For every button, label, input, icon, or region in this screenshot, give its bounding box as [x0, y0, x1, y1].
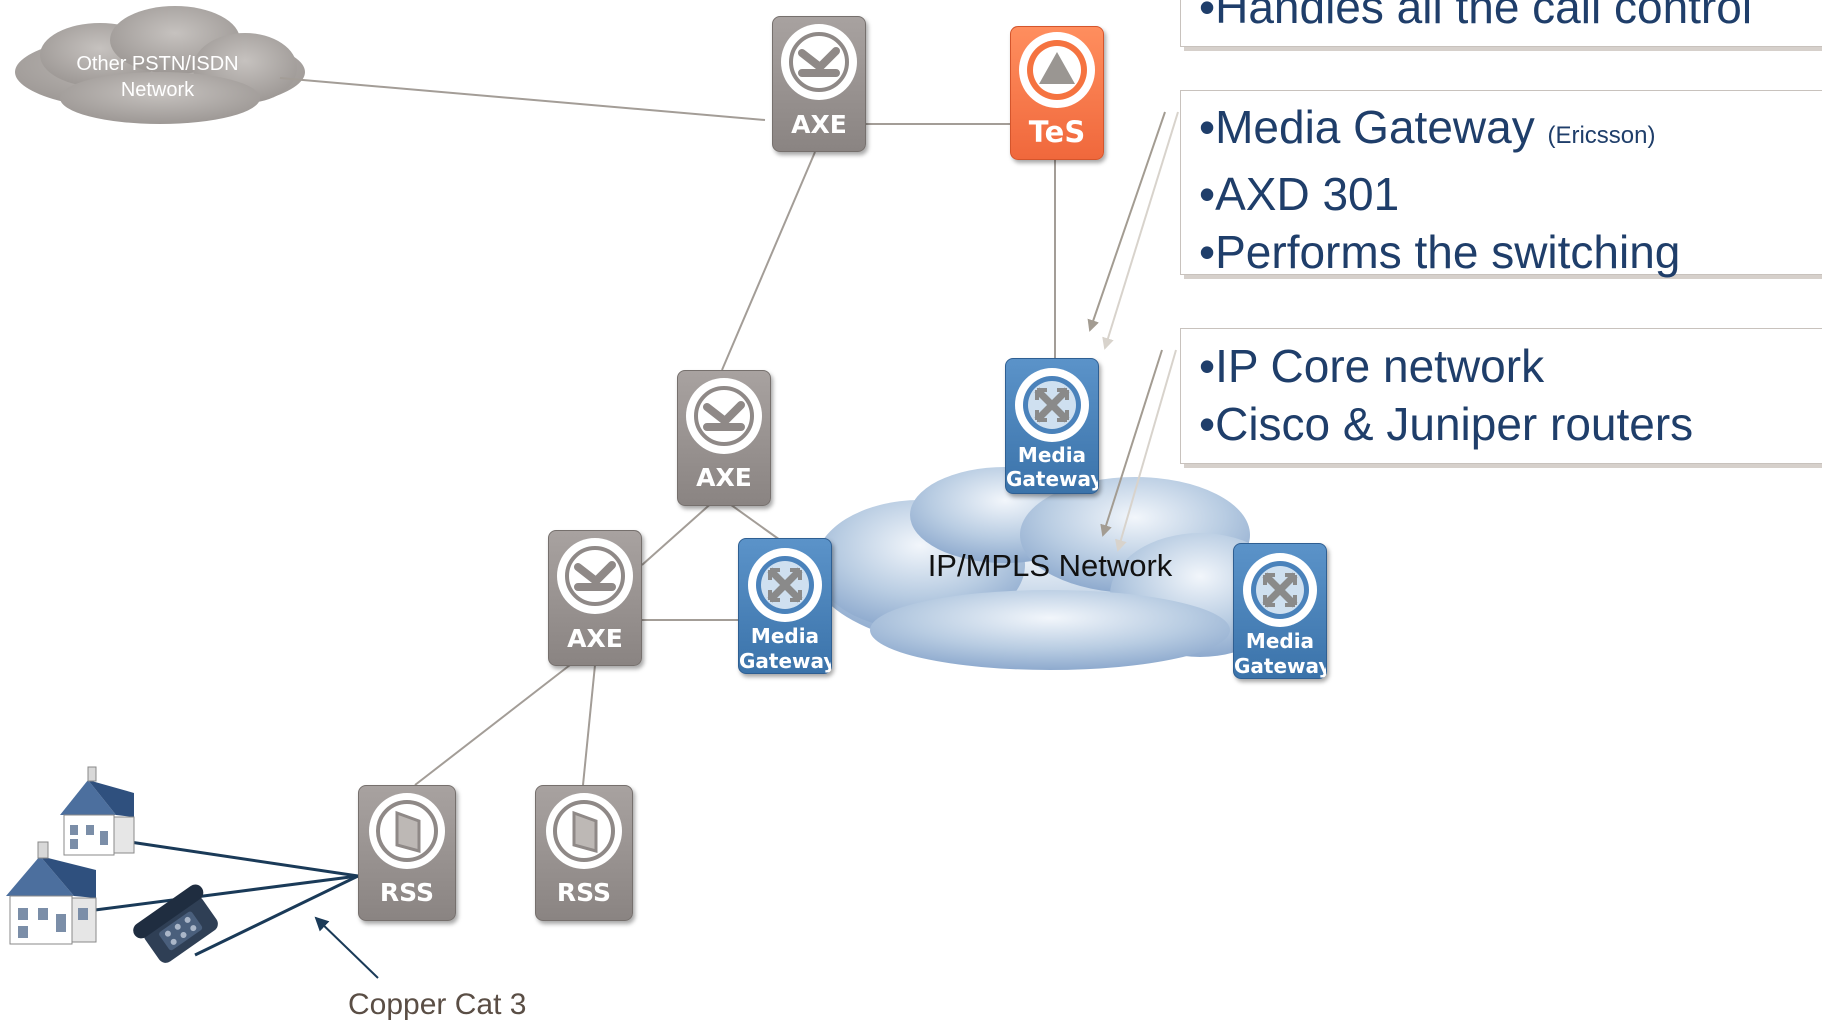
media-callout-arrow: [1087, 111, 1166, 332]
media-gateway-left-label-line1: Media: [750, 624, 820, 648]
pstn-cloud-label-line1: Other PSTN/ISDN: [76, 53, 239, 75]
axe-node-middle[interactable]: AXE: [677, 370, 771, 506]
pstn-cloud-label-line2: Network: [120, 79, 195, 101]
media-gateway-right-label-line2: Gateway: [1234, 654, 1326, 678]
infobox-media-gateway-vendor: (Ericsson): [1547, 122, 1656, 149]
media-callout-arrow-shadow: [1102, 111, 1179, 350]
media-gateway-left[interactable]: Media Gateway: [738, 538, 832, 674]
crossed-arrows-icon: [1015, 368, 1089, 442]
infobox-media-gateway-title: •Media Gateway: [1199, 101, 1535, 153]
crossed-arrows-icon: [1243, 553, 1317, 627]
ip-callout-arrow: [1100, 349, 1163, 537]
media-gateway-right-label: Media Gateway: [1234, 629, 1326, 679]
infobox-call-control: •Handles all the call control: [1180, 0, 1822, 47]
switch-icon: [557, 538, 633, 614]
media-gateway-left-label-line2: Gateway: [739, 649, 831, 673]
rss-node-right-label: RSS: [556, 878, 612, 907]
axe-node-middle-label: AXE: [696, 463, 752, 492]
axe-node-top[interactable]: AXE: [772, 16, 866, 152]
house-icon: [60, 766, 135, 856]
infobox-call-control-line1: •Handles all the call control: [1199, 0, 1753, 33]
pstn-cloud-label: Other PSTN/ISDN Network: [60, 51, 255, 103]
infobox-media-gateway-line1: •Media Gateway (Ericsson): [1181, 98, 1822, 165]
crossed-arrows-icon: [748, 548, 822, 622]
infobox-ip-core-line1: •IP Core network: [1199, 340, 1545, 392]
rss-node-left-label: RSS: [379, 878, 435, 907]
infobox-ip-core-line2: •Cisco & Juniper routers: [1199, 398, 1694, 450]
infobox-media-gateway-line2: •AXD 301: [1199, 168, 1400, 220]
switch-icon: [781, 24, 857, 100]
triangle-icon: [1019, 32, 1095, 108]
copper-arrow: [314, 916, 379, 979]
media-gateway-right-label-line1: Media: [1245, 629, 1315, 653]
media-gateway-top[interactable]: Media Gateway: [1005, 358, 1099, 494]
media-gateway-top-label-line1: Media: [1017, 443, 1087, 467]
copper-links: [94, 840, 359, 957]
rss-node-right[interactable]: RSS: [535, 785, 633, 921]
switch-icon: [686, 378, 762, 454]
axe-node-lower[interactable]: AXE: [548, 530, 642, 666]
ip-callout-arrow-shadow: [1115, 349, 1177, 552]
copper-cat3-label: Copper Cat 3: [348, 988, 527, 1021]
infobox-media-gateway: •Media Gateway (Ericsson) •AXD 301 •Perf…: [1180, 90, 1822, 278]
pstn-cloud: [15, 6, 305, 124]
tes-node[interactable]: TeS: [1010, 26, 1104, 160]
infobox-media-gateway-line3: •Performs the switching: [1199, 226, 1681, 278]
media-gateway-left-label: Media Gateway: [739, 624, 831, 674]
media-gateway-top-label-line2: Gateway: [1006, 467, 1098, 491]
rss-node-left[interactable]: RSS: [358, 785, 456, 921]
axe-node-lower-label: AXE: [567, 624, 623, 653]
play-icon: [369, 793, 445, 869]
infobox-ip-core: •IP Core network •Cisco & Juniper router…: [1180, 328, 1822, 464]
media-gateway-right[interactable]: Media Gateway: [1233, 543, 1327, 679]
tes-node-label: TeS: [1028, 115, 1086, 149]
play-icon: [546, 793, 622, 869]
network-links: [279, 77, 1056, 786]
axe-node-top-label: AXE: [791, 110, 847, 139]
house-icon: [6, 841, 97, 945]
media-gateway-top-label: Media Gateway: [1006, 443, 1098, 491]
ip-cloud-label: IP/MPLS Network: [927, 548, 1173, 583]
telephone-icon: [133, 884, 218, 963]
